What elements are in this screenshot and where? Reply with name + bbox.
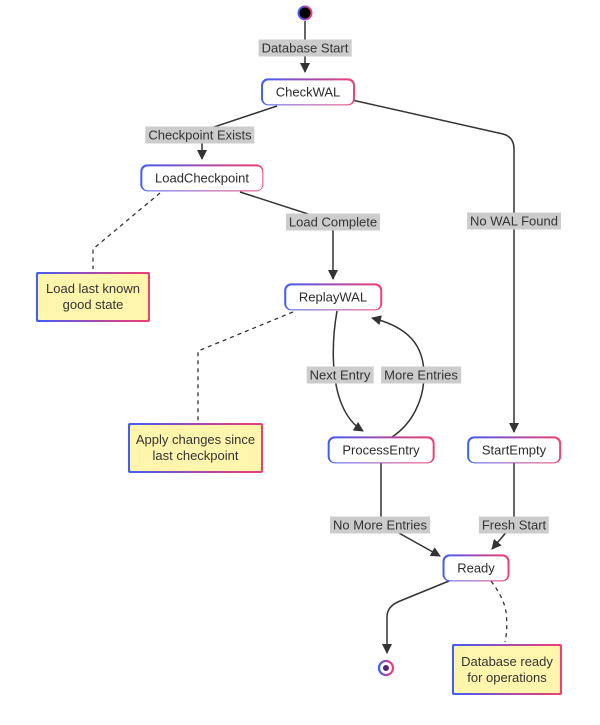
link-replaywal-to-note [197,311,294,421]
edge-label-database-start: Database Start [258,39,352,57]
edge-label-more-entries: More Entries [381,366,461,384]
edge-checkwal-to-startempty [351,99,519,433]
note-database-ready: Database ready for operations [452,644,562,695]
node-loadcheckpoint-label: LoadCheckpoint [142,166,262,190]
note-load-last-known-text: Load last known good state [38,274,148,320]
final-state-icon [377,659,395,677]
edge-startempty-to-ready [491,463,515,550]
link-loadcheckpoint-to-note [92,192,161,269]
node-processentry-label: ProcessEntry [329,438,433,462]
node-ready: Ready [442,554,510,582]
note-apply-changes-text: Apply changes since last checkpoint [130,425,261,471]
edge-loadcheckpoint-to-replaywal [239,191,338,280]
node-startempty-label: StartEmpty [468,438,560,462]
node-startempty: StartEmpty [467,436,561,464]
node-loadcheckpoint: LoadCheckpoint [140,164,264,192]
note-database-ready-text: Database ready for operations [454,646,560,693]
edge-replaywal-to-processentry [332,310,364,432]
edge-label-load-complete: Load Complete [285,213,381,231]
edge-ready-to-final [382,580,450,654]
note-load-last-known: Load last known good state [36,272,150,322]
start-state-icon [297,5,313,21]
edge-label-no-more-entries: No More Entries [330,516,430,534]
node-replaywal: ReplayWAL [284,283,382,311]
link-ready-to-note [490,580,508,643]
node-replaywal-label: ReplayWAL [285,285,381,309]
node-checkwal: CheckWAL [261,78,355,106]
edge-label-next-entry: Next Entry [306,366,374,384]
node-checkwal-label: CheckWAL [262,80,354,104]
note-apply-changes: Apply changes since last checkpoint [128,423,263,473]
node-ready-label: Ready [444,556,508,580]
edge-label-fresh-start: Fresh Start [478,516,550,534]
edge-label-checkpoint-exists: Checkpoint Exists [145,126,255,144]
edge-processentry-to-ready [380,463,441,557]
node-processentry: ProcessEntry [327,436,435,464]
edge-label-no-wal-found: No WAL Found [467,212,561,230]
